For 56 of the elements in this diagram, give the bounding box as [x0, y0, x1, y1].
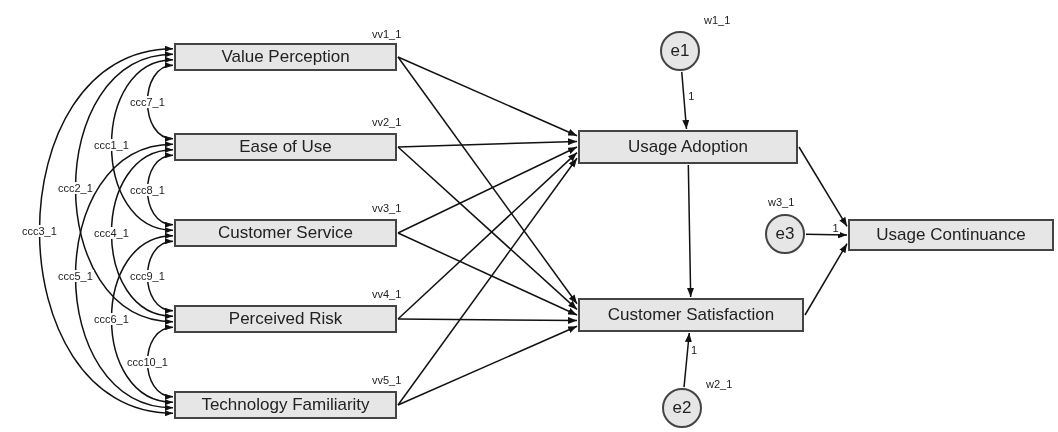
arrow	[397, 325, 578, 406]
arrow	[397, 138, 578, 148]
arrow	[397, 56, 578, 137]
parameter-label: vv5_1	[372, 374, 402, 386]
parameter-label: vv3_1	[372, 202, 402, 214]
parameter-label: vv4_1	[372, 288, 402, 300]
arrow	[397, 317, 578, 324]
parameter-label: w3_1	[768, 196, 795, 208]
parameter-label: w2_1	[706, 378, 733, 390]
variable-box: Ease of Use	[174, 133, 397, 161]
edge-label: 1	[689, 344, 698, 357]
variable-box: Usage Continuance	[848, 219, 1054, 251]
edge-label: 1	[831, 221, 840, 234]
arrow	[681, 71, 690, 130]
parameter-label: vv1_1	[372, 28, 402, 40]
arrow	[397, 232, 578, 316]
edge-label: ccc8_1	[129, 184, 166, 196]
edge-label: ccc9_1	[129, 270, 166, 282]
covariance-arrow	[110, 58, 174, 232]
error-term-circle: e1	[660, 31, 700, 71]
edge-label: ccc1_1	[93, 139, 130, 151]
arrow	[804, 242, 848, 316]
variable-box: Customer Satisfaction	[578, 298, 804, 332]
covariance-arrow	[74, 52, 174, 324]
arrow	[687, 164, 694, 298]
arrow	[397, 56, 578, 305]
error-term-circle: e2	[662, 388, 702, 428]
edge-label: 1	[687, 90, 696, 103]
arrow	[683, 332, 692, 388]
covariance-arrow	[146, 63, 174, 141]
variable-box: Usage Adoption	[578, 130, 798, 164]
covariance-arrow	[38, 47, 174, 415]
covariance-arrow	[110, 234, 174, 404]
variable-box: Perceived Risk	[174, 305, 397, 333]
arrow	[805, 231, 848, 239]
arrow	[397, 157, 578, 406]
variable-box: Technology Familiarity	[174, 391, 397, 419]
parameter-label: w1_1	[704, 14, 731, 26]
edge-label: ccc5_1	[57, 270, 94, 282]
arrow	[397, 146, 578, 234]
edge-label: ccc10_1	[126, 356, 169, 368]
covariance-arrow	[146, 153, 174, 227]
variable-box: Value Perception	[174, 43, 397, 71]
covariance-arrow	[146, 325, 174, 399]
variable-box: Customer Service	[174, 219, 397, 247]
edge-label: ccc2_1	[57, 182, 94, 194]
edge-label: ccc3_1	[21, 225, 58, 237]
arrow	[798, 146, 848, 228]
covariance-arrow	[74, 142, 174, 410]
covariance-arrow	[146, 239, 174, 313]
edge-label: ccc4_1	[93, 227, 130, 239]
error-term-circle: e3	[765, 214, 805, 254]
edge-label: ccc6_1	[93, 313, 130, 325]
parameter-label: vv2_1	[372, 116, 402, 128]
covariance-arrow	[110, 148, 174, 318]
edge-label: ccc7_1	[129, 96, 166, 108]
